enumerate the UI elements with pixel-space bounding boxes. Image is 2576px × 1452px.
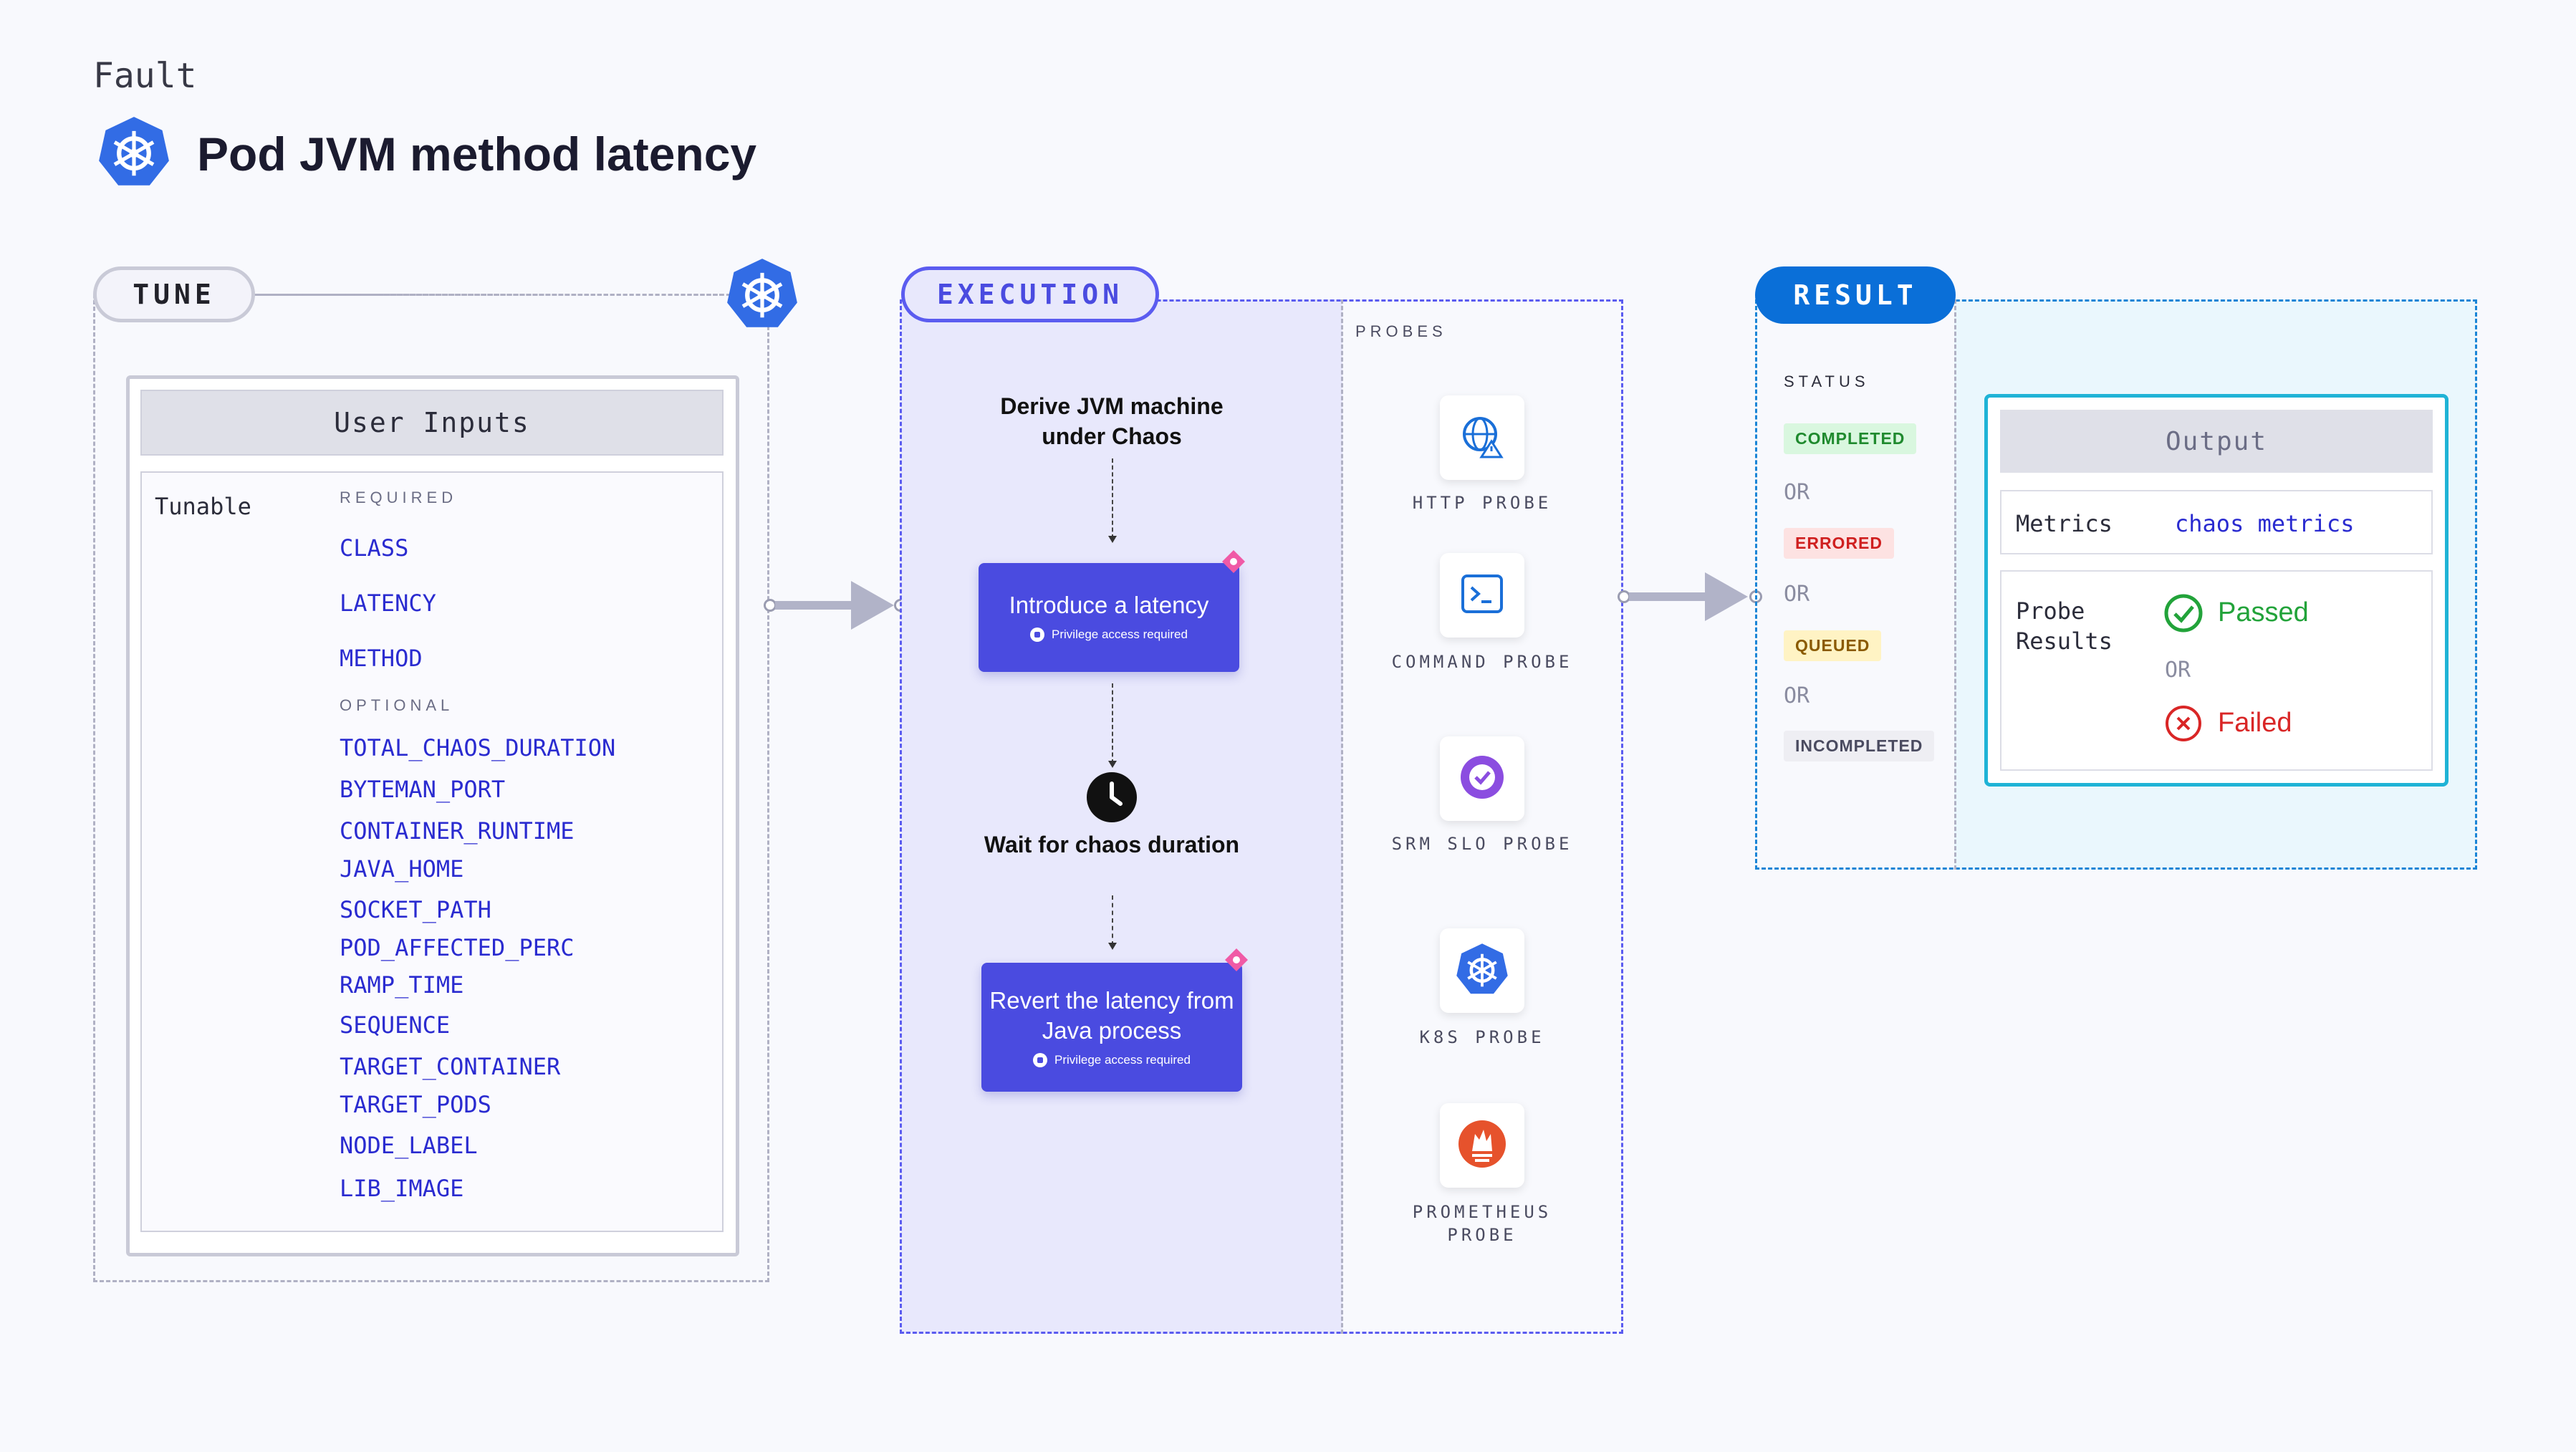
tunable-label: Tunable: [155, 493, 251, 520]
probe-failed: Failed: [2218, 708, 2292, 738]
privilege-note: Privilege access required: [981, 1053, 1242, 1067]
status-badge-incompleted: INCOMPLETED: [1784, 731, 1935, 761]
execution-divider: [1341, 299, 1343, 1334]
user-inputs-header: User Inputs: [140, 390, 724, 456]
prometheus-icon: [1456, 1118, 1508, 1173]
or-separator: OR: [1784, 683, 1810, 708]
param-pod-affected-perc: POD_AFFECTED_PERC: [340, 934, 575, 961]
param-target-container: TARGET_CONTAINER: [340, 1053, 561, 1080]
flow-arrow-head: [1705, 572, 1748, 621]
chaos-tag-icon: [1218, 546, 1249, 581]
result-section: [1755, 299, 2477, 870]
flow-arrow-line: [775, 601, 854, 610]
card-title: Revert the latency from Java process: [989, 987, 1234, 1044]
param-lib-image: LIB_IMAGE: [340, 1175, 464, 1202]
status-caption: STATUS: [1784, 372, 1870, 390]
prometheus-probe-label: PROMETHEUS PROBE: [1412, 1202, 1552, 1245]
step-revert-latency-card: Revert the latency from Java process Pri…: [981, 963, 1242, 1092]
privilege-text: Privilege access required: [1052, 628, 1188, 641]
step-connector: [1112, 458, 1113, 539]
metrics-value: chaos metrics: [2175, 510, 2355, 537]
probe-passed: Passed: [2218, 597, 2309, 628]
param-ramp-time: RAMP_TIME: [340, 971, 464, 999]
lock-icon: [1033, 1053, 1048, 1067]
kubernetes-icon: [1455, 942, 1509, 1000]
param-target-pods: TARGET_PODS: [340, 1091, 491, 1118]
step-connector-arrow: [1108, 943, 1117, 950]
privilege-note: Privilege access required: [979, 628, 1239, 642]
status-badge-queued: QUEUED: [1784, 630, 1882, 661]
srm-slo-probe-tile: [1440, 736, 1524, 821]
probe-results-row: [2000, 570, 2433, 771]
param-socket-path: SOCKET_PATH: [340, 896, 491, 923]
or-separator: OR: [1784, 480, 1810, 505]
execution-pill: EXECUTION: [901, 266, 1159, 322]
k8s-probe-label: K8S PROBE: [1419, 1027, 1545, 1047]
param-node-label: NODE_LABEL: [340, 1132, 478, 1159]
chaos-tag-icon: [1221, 944, 1252, 979]
privilege-text: Privilege access required: [1054, 1053, 1191, 1067]
terminal-icon: [1458, 570, 1506, 621]
metrics-label: Metrics: [2016, 510, 2113, 537]
param-class: CLASS: [340, 534, 409, 562]
kubernetes-icon: [97, 115, 171, 193]
command-probe-tile: [1440, 553, 1524, 638]
param-total-chaos-duration: TOTAL_CHAOS_DURATION: [340, 734, 616, 761]
step-derive-jvm: Derive JVM machine under Chaos: [1000, 393, 1224, 449]
title-row: Pod JVM method latency: [97, 115, 756, 193]
lock-icon: [1030, 628, 1045, 642]
clock-icon: [1087, 772, 1137, 822]
k8s-probe-tile: [1440, 928, 1524, 1013]
status-badge-errored: ERRORED: [1784, 528, 1895, 559]
fault-label: Fault: [93, 56, 197, 96]
metrics-row: [2000, 490, 2433, 554]
step-introduce-latency-card: Introduce a latency Privilege access req…: [979, 563, 1239, 672]
step-connector-arrow: [1108, 536, 1117, 543]
or-separator: OR: [2165, 658, 2191, 683]
result-divider: [1954, 299, 1956, 870]
param-byteman-port: BYTEMAN_PORT: [340, 776, 506, 803]
prometheus-probe-tile: [1440, 1103, 1524, 1188]
srm-slo-probe-label: SRM SLO PROBE: [1391, 834, 1573, 854]
param-latency: LATENCY: [340, 590, 436, 617]
step-connector: [1112, 683, 1113, 764]
command-probe-label: COMMAND PROBE: [1391, 652, 1573, 672]
user-inputs-body: [140, 471, 724, 1232]
x-circle-icon: [2163, 703, 2203, 747]
http-probe-tile: [1440, 395, 1524, 480]
param-container-runtime: CONTAINER_RUNTIME: [340, 817, 575, 845]
or-separator: OR: [1784, 582, 1810, 607]
step-connector: [1112, 895, 1113, 946]
param-sequence: SEQUENCE: [340, 1011, 451, 1039]
optional-caption: OPTIONAL: [340, 696, 454, 714]
result-pill: RESULT: [1755, 266, 1956, 324]
card-title: Introduce a latency: [1009, 592, 1209, 618]
param-java-home: JAVA_HOME: [340, 855, 464, 883]
probe-results-label: Probe Results: [2016, 597, 2113, 655]
tune-pill: TUNE: [93, 266, 255, 322]
required-caption: REQUIRED: [340, 489, 458, 506]
step-connector-arrow: [1108, 761, 1117, 768]
kubernetes-icon: [725, 256, 799, 335]
globe-alert-icon: [1458, 413, 1506, 463]
param-method: METHOD: [340, 645, 423, 672]
flow-arrow-line: [1629, 592, 1708, 601]
tune-divider: [258, 294, 724, 296]
step-wait: Wait for chaos duration: [984, 832, 1240, 857]
probes-caption: PROBES: [1355, 322, 1447, 340]
check-circle-icon: [2163, 593, 2203, 637]
status-badge-completed: COMPLETED: [1784, 423, 1917, 454]
flow-arrow-head: [851, 581, 894, 630]
page-title: Pod JVM method latency: [197, 127, 757, 181]
http-probe-label: HTTP PROBE: [1412, 493, 1552, 513]
output-header: Output: [2000, 410, 2433, 473]
gauge-icon: [1457, 752, 1507, 806]
execution-section: [900, 299, 1623, 1334]
